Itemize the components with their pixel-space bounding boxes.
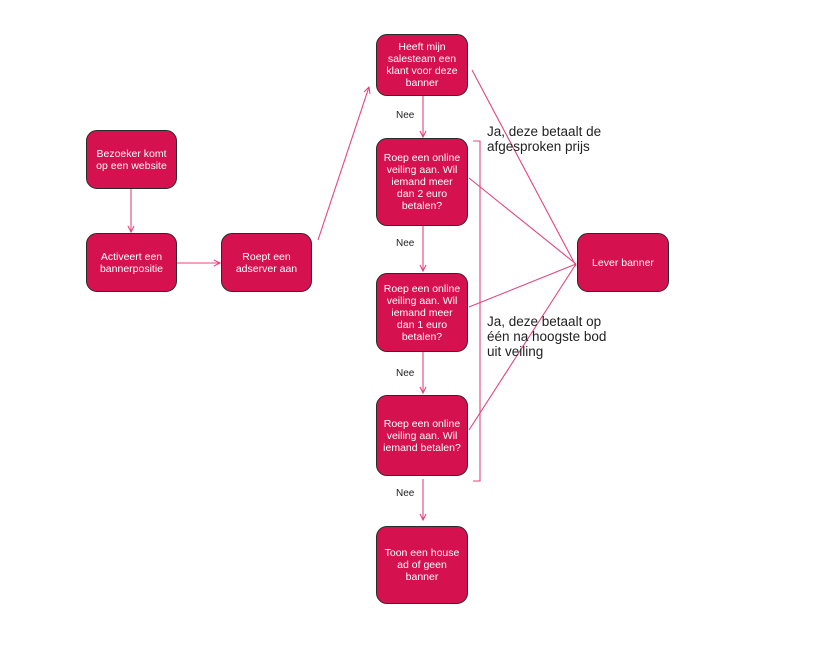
node-adserver-label: Roept een adserver aan [235,250,298,275]
edge-label-no-1: Nee [396,110,415,121]
line-auction0-to-deliver [468,263,577,431]
node-auction1: Roep een online veiling aan. Wil iemand … [376,273,468,352]
line-salesteam-to-deliver [471,69,577,267]
node-salesteam: Heeft mijn salesteam een klant voor deze… [376,34,468,96]
arrow-adserver-to-salesteam [317,87,369,241]
node-visitor: Bezoeker komt op een website [86,130,177,189]
node-auction0: Roep een online veiling aan. Wil iemand … [376,395,468,476]
edge-label-no-4: Nee [396,488,415,499]
node-visitor-label: Bezoeker komt op een website [96,147,167,172]
node-auction2-label: Roep een online veiling aan. Wil iemand … [383,152,461,212]
edge-label-no-3: Nee [396,368,415,379]
node-activate: Activeert een bannerpositie [86,233,177,292]
node-auction2: Roep een online veiling aan. Wil iemand … [376,138,468,226]
line-auction2-to-deliver [468,177,577,265]
node-adserver: Roept een adserver aan [221,233,312,292]
node-auction0-label: Roep een online veiling aan. Wil iemand … [383,417,461,454]
node-house: Toon een house ad of geen banner [376,526,468,604]
line-auction1-to-deliver [468,263,577,308]
node-salesteam-label: Heeft mijn salesteam een klant voor deze… [386,41,458,89]
annotation-agreed-price: Ja, deze betaalt de afgesproken prijs [487,124,602,154]
node-auction1-label: Roep een online veiling aan. Wil iemand … [383,282,461,343]
node-deliver: Lever banner [577,233,669,292]
node-house-label: Toon een house ad of geen banner [384,547,460,583]
bracket [473,140,481,482]
edge-label-no-2: Nee [396,238,415,249]
node-activate-label: Activeert een bannerpositie [99,250,164,275]
annotation-second-highest-bid: Ja, deze betaalt op één na hoogste bod u… [487,314,607,359]
node-deliver-label: Lever banner [592,256,654,269]
